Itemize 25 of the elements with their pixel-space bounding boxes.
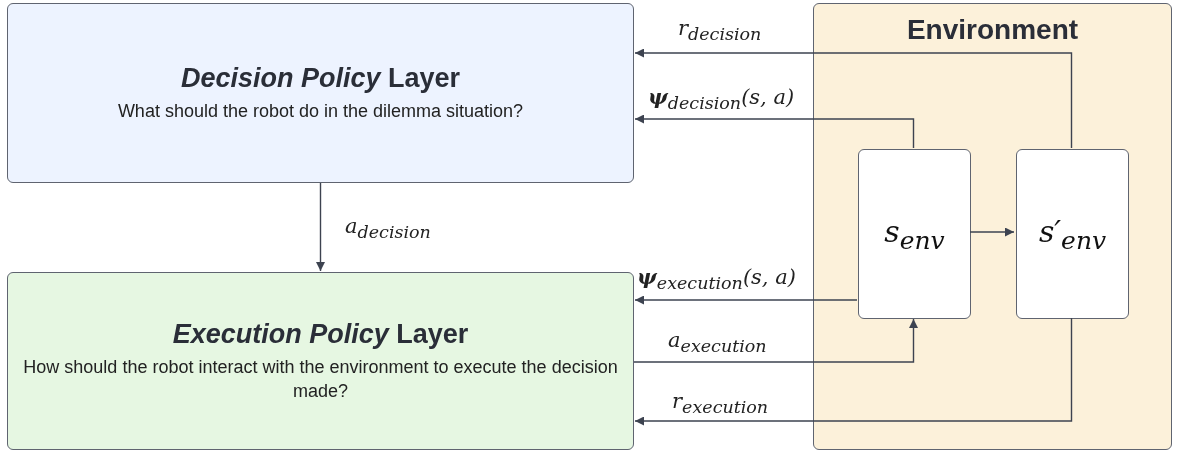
layer-box [7, 272, 634, 450]
state-box [858, 149, 971, 319]
layer-description: How should the robot interact with the environment to execute the decision made? [22, 356, 619, 403]
arrow [634, 295, 858, 305]
edge-label: a$_{execution}$ [668, 328, 767, 358]
edge-label: r$_{decision}$ [678, 16, 762, 46]
state-symbol: s′$_{env}$ [1038, 213, 1107, 255]
layer-heading: Execution Policy Layer [172, 319, 469, 351]
arrow [969, 227, 1015, 237]
state-box [1016, 149, 1129, 319]
arrow [634, 317, 1073, 426]
arrow [316, 182, 325, 272]
edge-label: ψ$_{decision}$(s, a) [648, 84, 795, 115]
layer-heading: Environment [906, 14, 1079, 46]
edge-label: a$_{decision}$ [345, 214, 431, 244]
state-symbol: s$_{env}$ [884, 213, 945, 255]
arrow [634, 114, 915, 149]
arrow [633, 318, 918, 363]
layer-description: What should the robot do in the dilemma situation? [116, 99, 525, 123]
arrow [634, 48, 1073, 149]
environment-panel [813, 3, 1172, 450]
edge-label: ψ$_{execution}$(s, a) [637, 264, 796, 295]
layer-heading: Decision Policy Layer [180, 62, 461, 94]
edge-label: r$_{execution}$ [672, 389, 769, 419]
layer-box [7, 3, 634, 183]
